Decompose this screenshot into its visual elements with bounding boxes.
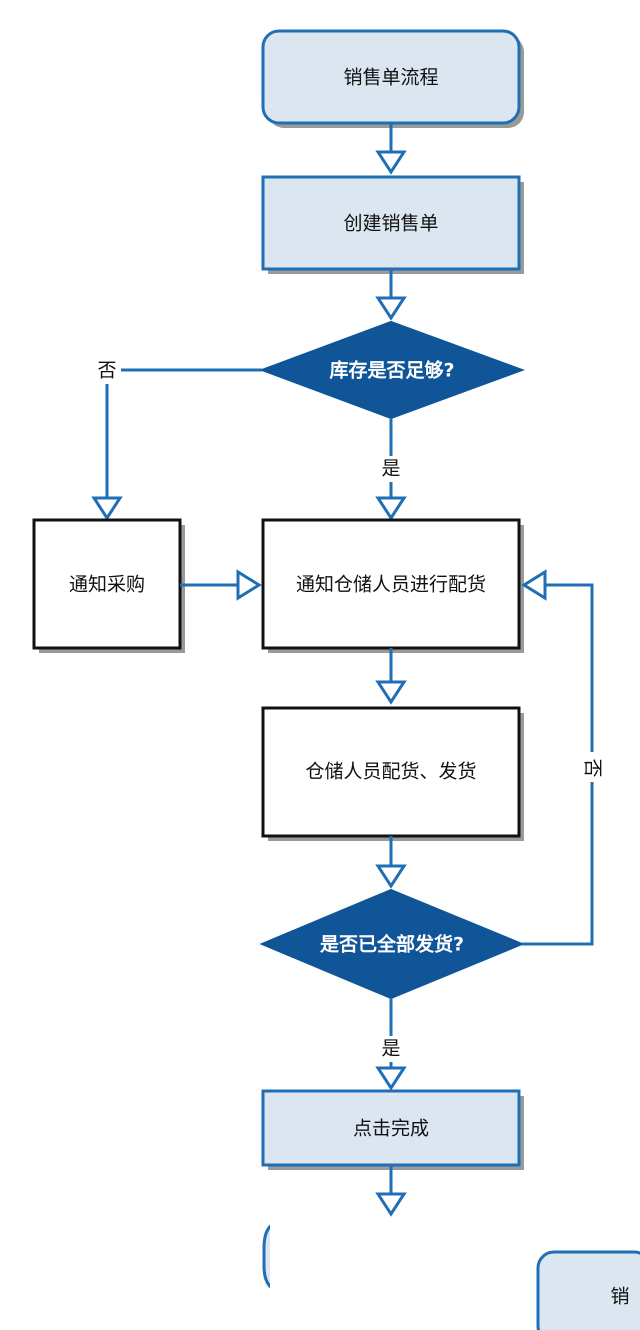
edge-all-shipped-yes: 是	[375, 998, 407, 1091]
edge-label-no-stock: 否	[97, 360, 116, 382]
edge-label-yes-all-shipped: 是	[381, 1038, 400, 1060]
edge-warehouse-ship	[375, 648, 407, 705]
edge-purchase-warehouse	[180, 569, 262, 601]
edge-ship-check	[375, 836, 407, 889]
all-shipped-label: 是否已全部发货?	[320, 933, 464, 956]
edge-label-yes-stock: 是	[381, 458, 400, 480]
create-order-label: 创建销售单	[343, 213, 438, 235]
ship-label: 仓储人员配货、发货	[305, 761, 476, 783]
edge-complete-end	[375, 1165, 407, 1217]
edge-create-stock	[375, 269, 407, 321]
all-shipped-decision: 是否已全部发货?	[259, 888, 525, 1000]
edge-all-shipped-no: 否	[521, 569, 606, 946]
ship-node: 仓储人员配货、发货	[261, 706, 524, 841]
start-node: 销售单流程	[261, 29, 524, 128]
stock-check-label: 库存是否足够?	[329, 359, 454, 382]
notify-warehouse-label: 通知仓储人员进行配货	[296, 574, 486, 596]
edge-label-no-all-shipped: 否	[582, 758, 604, 777]
create-order-node: 创建销售单	[261, 175, 524, 274]
complete-label: 点击完成	[353, 1118, 429, 1140]
notify-warehouse-node: 通知仓储人员进行配货	[261, 518, 524, 653]
end-node-partial	[262, 1218, 530, 1298]
edge-stock-no: 否	[91, 358, 262, 521]
start-label: 销售单流程	[343, 67, 438, 89]
edge-start-create	[375, 123, 407, 175]
complete-node: 点击完成	[261, 1089, 524, 1170]
notify-purchase-node: 通知采购	[32, 518, 185, 653]
next-flow-label: 销	[610, 1286, 629, 1308]
next-flow-node-partial: 销	[536, 1250, 640, 1330]
edge-stock-yes: 是	[375, 418, 407, 521]
notify-purchase-label: 通知采购	[69, 574, 145, 596]
stock-check-decision: 库存是否足够?	[259, 320, 525, 420]
